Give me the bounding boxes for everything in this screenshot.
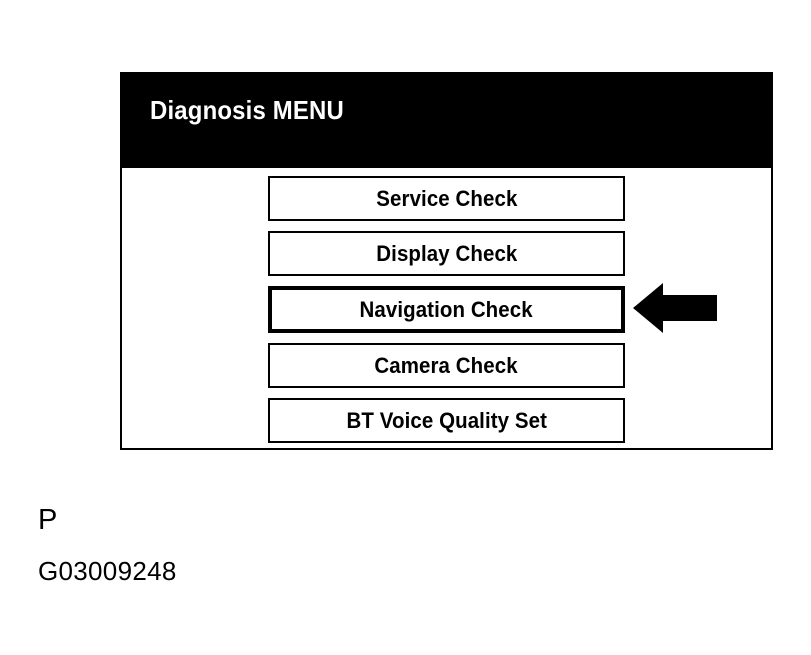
menu-item-service-check[interactable]: Service Check bbox=[268, 176, 625, 221]
menu-item-bt-voice-quality-set[interactable]: BT Voice Quality Set bbox=[268, 398, 625, 443]
menu-item-camera-check[interactable]: Camera Check bbox=[268, 343, 625, 388]
menu-item-navigation-check[interactable]: Navigation Check bbox=[268, 286, 625, 333]
menu-item-label: Navigation Check bbox=[359, 296, 534, 322]
menu-item-label: BT Voice Quality Set bbox=[346, 407, 547, 433]
caption-figure-code: G03009248 bbox=[38, 556, 177, 586]
page-title: Diagnosis MENU bbox=[150, 95, 344, 125]
arrow-left-icon bbox=[633, 281, 717, 335]
caption-page-marker: P bbox=[38, 504, 58, 536]
panel-header-bar: Diagnosis MENU bbox=[122, 74, 771, 168]
diagnosis-menu-panel: Diagnosis MENU Service Check Display Che… bbox=[120, 72, 773, 450]
menu-item-label: Service Check bbox=[375, 185, 518, 211]
menu-item-label: Display Check bbox=[375, 240, 518, 266]
menu-item-display-check[interactable]: Display Check bbox=[268, 231, 625, 276]
menu-button-list: Service Check Display Check Navigation C… bbox=[268, 176, 625, 453]
menu-item-label: Camera Check bbox=[374, 352, 519, 378]
